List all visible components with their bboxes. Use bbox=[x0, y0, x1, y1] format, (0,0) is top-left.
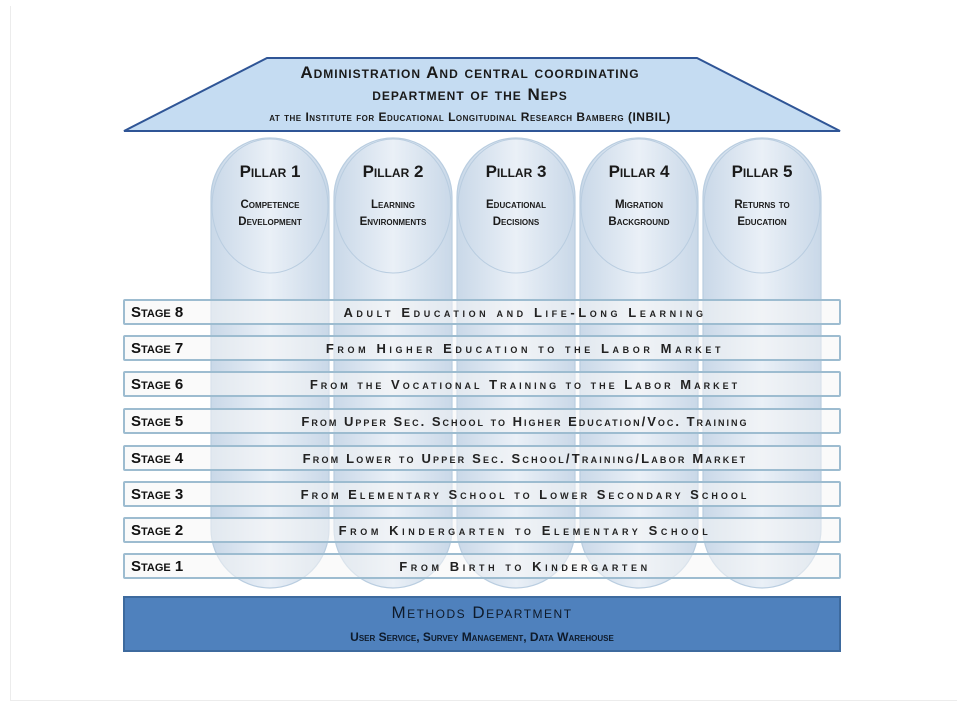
stage-5-title: From Upper Sec. School to Higher Educati… bbox=[301, 414, 749, 429]
stage-6-label: Stage 6 bbox=[131, 376, 184, 393]
stage-6-row: Stage 6 From the Vocational Training to … bbox=[123, 371, 841, 397]
pillar-1-subtitle-line-2: Development bbox=[238, 216, 302, 228]
methods-subtitle: User Service, Survey Management, Data Wa… bbox=[350, 630, 614, 644]
pillar-3-subtitle-line-1: Educational bbox=[486, 199, 546, 211]
pillar-1-capsule bbox=[210, 137, 330, 589]
stage-1-title: From Birth to Kindergarten bbox=[399, 559, 651, 574]
roof-subtitle: at the Institute for Educational Longitu… bbox=[269, 110, 671, 124]
pillar-5-heading: Pillar 5 Returns to Education bbox=[710, 160, 814, 231]
pillar-5-title: Pillar 5 bbox=[731, 162, 793, 181]
stage-1-label: Stage 1 bbox=[131, 558, 184, 575]
stage-4-row: Stage 4 From Lower to Upper Sec. School/… bbox=[123, 445, 841, 471]
stage-7-label: Stage 7 bbox=[131, 340, 184, 357]
stage-4-label: Stage 4 bbox=[131, 450, 184, 467]
stage-4-title: From Lower to Upper Sec. School/Training… bbox=[302, 451, 748, 466]
stage-3-title: From Elementary School to Lower Secondar… bbox=[300, 487, 750, 502]
pillar-3-title: Pillar 3 bbox=[485, 162, 547, 181]
stage-2-label: Stage 2 bbox=[131, 522, 184, 539]
stage-3-row: Stage 3 From Elementary School to Lower … bbox=[123, 481, 841, 507]
stage-5-label: Stage 5 bbox=[131, 413, 184, 430]
pillar-4-capsule bbox=[579, 137, 699, 589]
stage-8-title: Adult Education and Life-Long Learning bbox=[343, 305, 707, 320]
methods-title: Methods Department bbox=[391, 603, 573, 622]
pillar-2-subtitle-line-1: Learning bbox=[371, 199, 415, 211]
stage-2-title: From Kindergarten to Elementary School bbox=[338, 523, 712, 538]
pillar-4-subtitle-line-1: Migration bbox=[614, 199, 664, 211]
pillar-2-subtitle-line-2: Environments bbox=[359, 216, 427, 228]
stage-2-row: Stage 2 From Kindergarten to Elementary … bbox=[123, 517, 841, 543]
pillar-2-title: Pillar 2 bbox=[362, 162, 424, 181]
roof-title: Administration And central coordinating … bbox=[210, 62, 730, 128]
pillar-2-capsule bbox=[333, 137, 453, 589]
roof-title-line-2: department of the Neps bbox=[372, 85, 568, 104]
pillar-3-capsule bbox=[456, 137, 576, 589]
pillar-4-subtitle-line-2: Background bbox=[608, 216, 670, 228]
pillar-5-capsule bbox=[702, 137, 822, 589]
pillar-5-subtitle-line-1: Returns to bbox=[734, 199, 790, 211]
stage-7-row: Stage 7 From Higher Education to the Lab… bbox=[123, 335, 841, 361]
stage-8-label: Stage 8 bbox=[131, 304, 184, 321]
stage-3-label: Stage 3 bbox=[131, 486, 184, 503]
slide-frame bbox=[10, 6, 957, 701]
methods-department-base: Methods Department User Service, Survey … bbox=[123, 596, 841, 652]
stage-6-title: From the Vocational Training to the Labo… bbox=[309, 377, 741, 392]
pillar-4-title: Pillar 4 bbox=[608, 162, 670, 181]
stage-7-title: From Higher Education to the Labor Marke… bbox=[325, 341, 725, 356]
roof-title-line-1: Administration And central coordinating bbox=[300, 63, 640, 82]
pillar-5-subtitle-line-2: Education bbox=[737, 216, 787, 228]
pillar-1-subtitle-line-1: Competence bbox=[240, 199, 300, 211]
pillar-5-subtitle: Returns to Education bbox=[710, 197, 814, 231]
pillar-3-subtitle-line-2: Decisions bbox=[492, 216, 540, 228]
stage-5-row: Stage 5 From Upper Sec. School to Higher… bbox=[123, 408, 841, 434]
stage-1-row: Stage 1 From Birth to Kindergarten bbox=[123, 553, 841, 579]
pillar-1-title: Pillar 1 bbox=[239, 162, 301, 181]
stage-8-row: Stage 8 Adult Education and Life-Long Le… bbox=[123, 299, 841, 325]
